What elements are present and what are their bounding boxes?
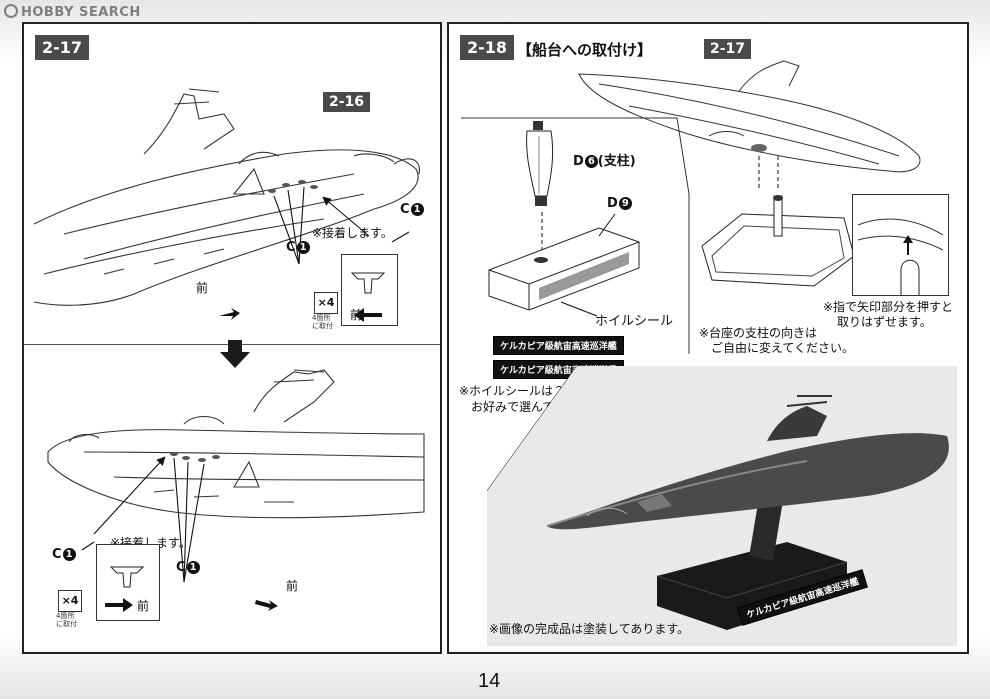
step-badge: 2-18	[460, 35, 515, 60]
foil-sticker-option-1: ケルカピア級航宙高速巡洋艦	[493, 336, 624, 355]
ref-badge-2-17: 2-17	[704, 39, 752, 59]
push-note-line-1: ※指で矢印部分を押すと	[823, 300, 954, 314]
front-label: 前	[137, 599, 150, 613]
stand-note-line-1: ※台座の支柱の向きは	[699, 326, 818, 340]
times-4-caption: 4箇所に取付	[56, 612, 77, 628]
step-2-17-panel: 2-17	[22, 22, 442, 654]
logo-icon	[4, 4, 18, 18]
d9-pointer	[598, 213, 616, 237]
detail-callout: 前	[96, 544, 160, 621]
times-4-box: ×4	[58, 590, 82, 612]
times-4-box: ×4	[314, 292, 338, 314]
stand-assembly-illustration	[701, 156, 855, 287]
pillar-d6-illustration	[526, 121, 554, 206]
arrow-down-icon	[220, 340, 250, 368]
front-label: 前	[286, 579, 299, 593]
glue-note: ※接着します。	[312, 226, 393, 240]
finished-model-photo-frame	[487, 366, 957, 646]
photo-note: ※画像の完成品は塗装してあります。	[489, 622, 690, 636]
release-detail-callout	[852, 194, 949, 296]
foil-pointer	[560, 301, 598, 317]
assembly-guide-lines	[461, 117, 690, 354]
ref-badge-2-16: 2-16	[323, 92, 371, 112]
stand-note-line-2: ご自由に変えてください。	[711, 341, 855, 355]
front-label: 前	[350, 308, 363, 322]
step-2-18-panel: 2-18 【船台への取付け】 2-17	[447, 22, 969, 654]
times-4-caption: 4箇所に取付	[312, 314, 333, 330]
step-title: 【船台への取付け】	[517, 41, 653, 59]
step-badge: 2-17	[35, 35, 90, 60]
base-d9-illustration	[488, 227, 640, 311]
watermark: HOBBY SEARCH	[4, 4, 141, 20]
detail-callout: 前	[341, 254, 398, 326]
finished-model-photo: ケルカピア級航宙高速巡洋艦 ※画像の完成品は塗装してあります。	[487, 366, 957, 646]
ship-illustration-bottom	[47, 369, 425, 611]
page-number: 14	[478, 670, 501, 692]
ship-illustration-top	[33, 88, 420, 320]
push-note-line-2: 取りはずせます。	[837, 315, 932, 329]
foil-label: ホイルシール	[595, 314, 674, 329]
finger-press-illustration	[857, 218, 944, 295]
front-label: 前	[196, 281, 209, 295]
part-detail-illustration	[350, 272, 386, 322]
part-detail-illustration	[105, 566, 145, 612]
